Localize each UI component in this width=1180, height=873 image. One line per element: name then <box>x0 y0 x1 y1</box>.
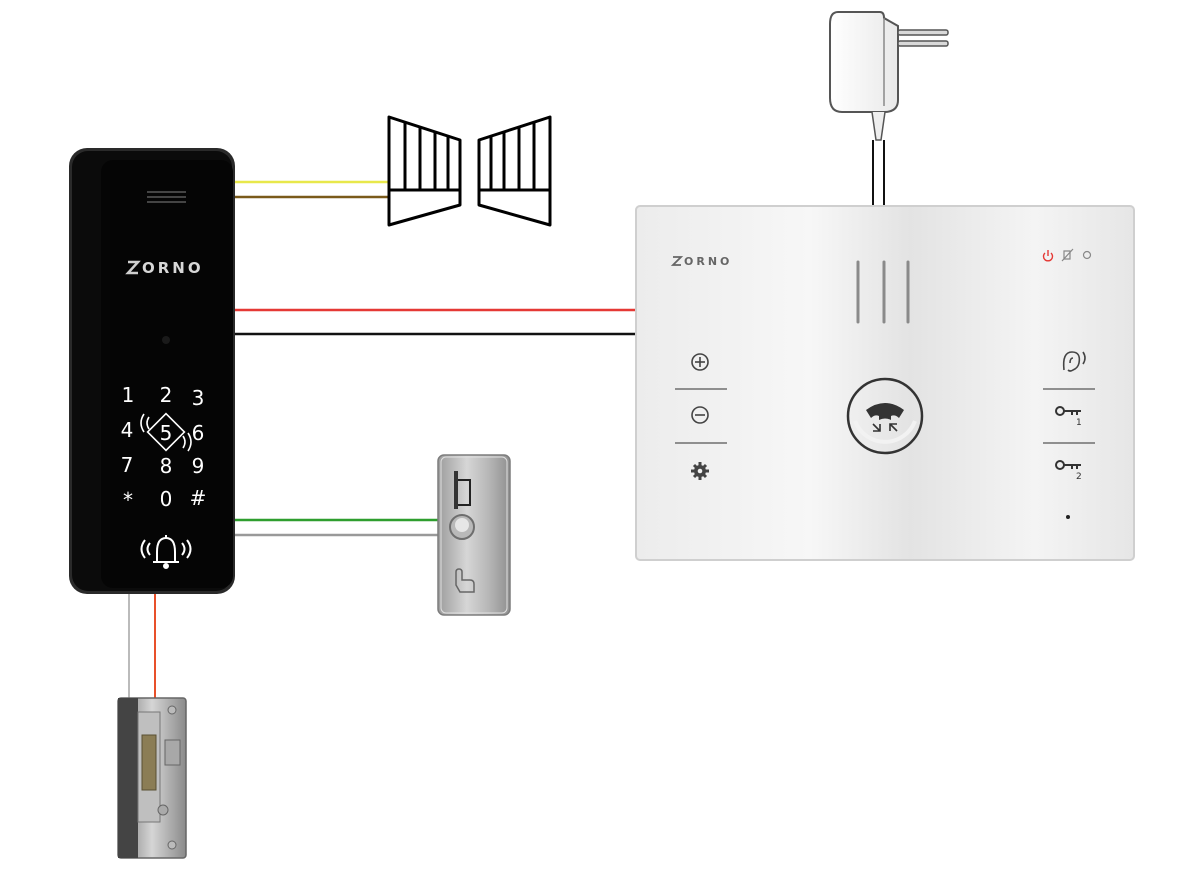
settings-button[interactable] <box>691 462 709 480</box>
microphone-hole <box>1066 515 1070 519</box>
wire-lock <box>128 592 156 700</box>
panel-logo-mark <box>125 260 141 275</box>
monitor-brand: ORNO <box>684 255 732 268</box>
key-8[interactable]: 8 <box>160 454 173 478</box>
monitor-logo-mark <box>670 256 684 266</box>
minus-button[interactable] <box>691 406 709 424</box>
key-3[interactable]: 3 <box>192 386 205 410</box>
key-2[interactable]: 2 <box>160 383 173 407</box>
key-6[interactable]: 6 <box>192 421 205 445</box>
plus-icon <box>691 353 709 371</box>
ear-icon <box>1062 351 1086 372</box>
key-1[interactable]: 1 <box>122 383 135 407</box>
gear-icon <box>691 462 709 480</box>
hand-icon <box>455 568 475 593</box>
key-1-button[interactable]: 1 <box>1055 406 1082 428</box>
key-0[interactable]: 0 <box>160 487 173 511</box>
minus-icon <box>691 406 709 424</box>
outdoor-panel: ORNO 1 2 3 4 5 6 7 8 9 * 0 # <box>69 148 235 594</box>
wire-exit-button <box>232 518 445 537</box>
key-4[interactable]: 4 <box>121 418 134 442</box>
handset-button[interactable] <box>846 377 924 455</box>
electric-lock-icon <box>117 697 187 859</box>
mute-icon <box>1061 248 1074 262</box>
key-2-label: 2 <box>1076 472 1082 482</box>
exit-button-icon[interactable] <box>437 454 511 616</box>
indoor-monitor: ORNO <box>635 205 1135 561</box>
speaker-grille <box>147 191 186 203</box>
gate-icon <box>387 115 552 227</box>
camera-lens <box>162 336 170 344</box>
key-9[interactable]: 9 <box>192 454 205 478</box>
key-1-icon <box>1055 406 1081 416</box>
key-5[interactable]: 5 <box>160 421 173 445</box>
listen-button[interactable] <box>1062 351 1086 372</box>
key-hash[interactable]: # <box>190 486 207 510</box>
key-2-icon <box>1055 460 1081 470</box>
key-2-button[interactable]: 2 <box>1055 460 1082 482</box>
key-1-label: 1 <box>1076 418 1082 428</box>
power-adapter-icon <box>829 11 949 141</box>
bell-icon[interactable] <box>140 535 192 569</box>
plus-button[interactable] <box>691 353 709 371</box>
wire-gate <box>232 180 388 199</box>
keypad: 1 2 3 4 5 6 7 8 9 * 0 # <box>121 383 207 512</box>
rfid-icon <box>140 412 192 452</box>
circle-icon <box>1082 250 1092 260</box>
handset-icon <box>866 403 904 432</box>
monitor-speaker <box>856 260 910 324</box>
wire-monitor <box>232 308 636 336</box>
power-icon <box>1042 250 1054 262</box>
wire-power <box>872 140 885 206</box>
key-star[interactable]: * <box>123 488 133 512</box>
key-7[interactable]: 7 <box>121 453 134 477</box>
panel-brand: ORNO <box>142 259 204 277</box>
